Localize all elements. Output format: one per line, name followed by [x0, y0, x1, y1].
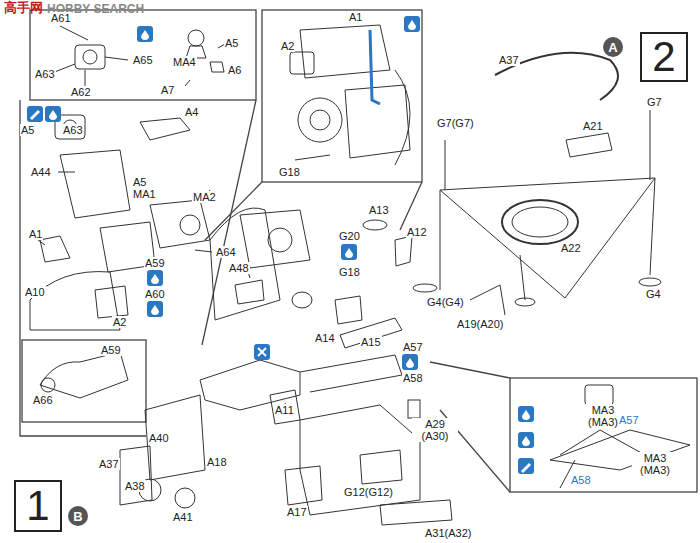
- sheet-letter: A: [603, 37, 623, 57]
- part-number: MA2: [192, 191, 217, 203]
- sheet-letter: B: [68, 506, 88, 526]
- step-number: 1: [14, 480, 62, 532]
- part-number: A12: [406, 226, 428, 238]
- elevation-gear: [30, 115, 212, 398]
- part-number: A62: [70, 86, 92, 98]
- part-number: A5: [224, 37, 239, 49]
- part-number: A13: [368, 204, 390, 216]
- mount-assembly: [120, 208, 452, 525]
- part-number: G18: [278, 166, 301, 178]
- step-number-text: 2: [652, 36, 675, 78]
- part-number: A58: [402, 372, 424, 384]
- part-number: A48: [228, 262, 250, 274]
- sight-detail: [550, 385, 690, 488]
- part-number: A61: [50, 12, 72, 24]
- gun-mount-detail: [290, 25, 410, 165]
- part-number: A1: [28, 228, 43, 240]
- part-number: A37: [498, 54, 520, 66]
- part-number: MA4: [172, 56, 197, 68]
- part-number: A1: [348, 11, 363, 23]
- step-number: 2: [640, 32, 688, 82]
- part-number: A60: [144, 288, 166, 300]
- part-number: A7: [160, 84, 175, 96]
- part-number: A14: [314, 332, 336, 344]
- part-number: A65: [132, 54, 154, 66]
- part-number: A44: [30, 166, 52, 178]
- part-number: A6: [227, 64, 242, 76]
- part-number: MA3 (MA3): [632, 452, 678, 476]
- step-number-text: 1: [26, 485, 49, 527]
- part-number: A59: [144, 257, 166, 269]
- part-number: A17: [286, 506, 308, 518]
- part-number: A37: [98, 458, 120, 470]
- part-number: A15: [360, 336, 382, 348]
- part-number: A29 (A30): [412, 418, 458, 442]
- part-number: A40: [148, 432, 170, 444]
- glue-icons: [27, 16, 534, 474]
- part-number: A41: [172, 511, 194, 523]
- inset-frames: [20, 10, 697, 492]
- part-number: A10: [24, 286, 46, 298]
- part-number: A59: [100, 344, 122, 356]
- part-number: A2: [280, 40, 295, 52]
- part-number: G12(G12): [343, 486, 394, 498]
- part-number: A57: [402, 341, 424, 353]
- part-number: A66: [32, 394, 54, 406]
- part-number: G7(G7): [436, 117, 475, 129]
- part-number: G18: [338, 266, 361, 278]
- part-number: A11: [274, 404, 295, 416]
- part-number: A31(A32): [424, 527, 472, 539]
- part-number: G20: [338, 230, 361, 242]
- part-number: A18: [206, 456, 228, 468]
- part-number: A4: [184, 106, 199, 118]
- sheet-letter-text: B: [73, 509, 82, 524]
- part-number: MA1: [132, 188, 157, 200]
- part-number: A5: [132, 176, 147, 188]
- part-number: A57: [618, 414, 640, 426]
- part-number: A38: [124, 480, 146, 492]
- part-number: A22: [560, 242, 582, 254]
- part-number: A58: [570, 474, 592, 486]
- part-number: G4: [645, 288, 662, 300]
- part-number: A63: [34, 68, 56, 80]
- platform-assembly: [413, 53, 661, 315]
- part-number: A64: [215, 246, 237, 258]
- part-number: A5: [20, 124, 35, 136]
- gear-parts: [52, 26, 225, 92]
- part-number: A21: [582, 120, 604, 132]
- part-number: G4(G4): [426, 296, 465, 308]
- part-number: A63: [62, 124, 84, 136]
- part-number: G7: [646, 96, 663, 108]
- watermark: 高手网: [3, 0, 44, 15]
- sheet-letter-text: A: [608, 40, 617, 55]
- part-number: A19(A20): [456, 318, 504, 330]
- part-number: A2: [112, 316, 127, 328]
